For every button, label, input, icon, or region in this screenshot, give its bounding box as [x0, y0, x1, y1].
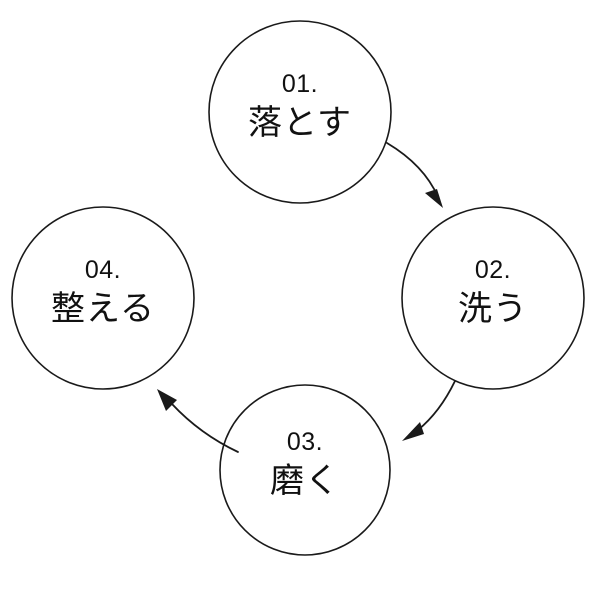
edge-01-to-02-arrowhead — [425, 189, 443, 208]
edge-03-to-04 — [157, 389, 239, 453]
node-circle-04[interactable] — [11, 206, 195, 390]
edge-01-to-02 — [386, 142, 443, 208]
edge-02-to-03-line — [417, 380, 456, 431]
edge-02-to-03 — [402, 380, 456, 441]
node-circle-03[interactable] — [219, 384, 391, 556]
node-circle-01[interactable] — [208, 20, 392, 204]
edge-03-to-04-line — [171, 403, 239, 453]
edge-01-to-02-line — [386, 142, 439, 198]
edge-03-to-04-arrowhead — [157, 389, 177, 411]
node-circle-02[interactable] — [401, 206, 585, 390]
edge-02-to-03-arrowhead — [402, 422, 424, 441]
